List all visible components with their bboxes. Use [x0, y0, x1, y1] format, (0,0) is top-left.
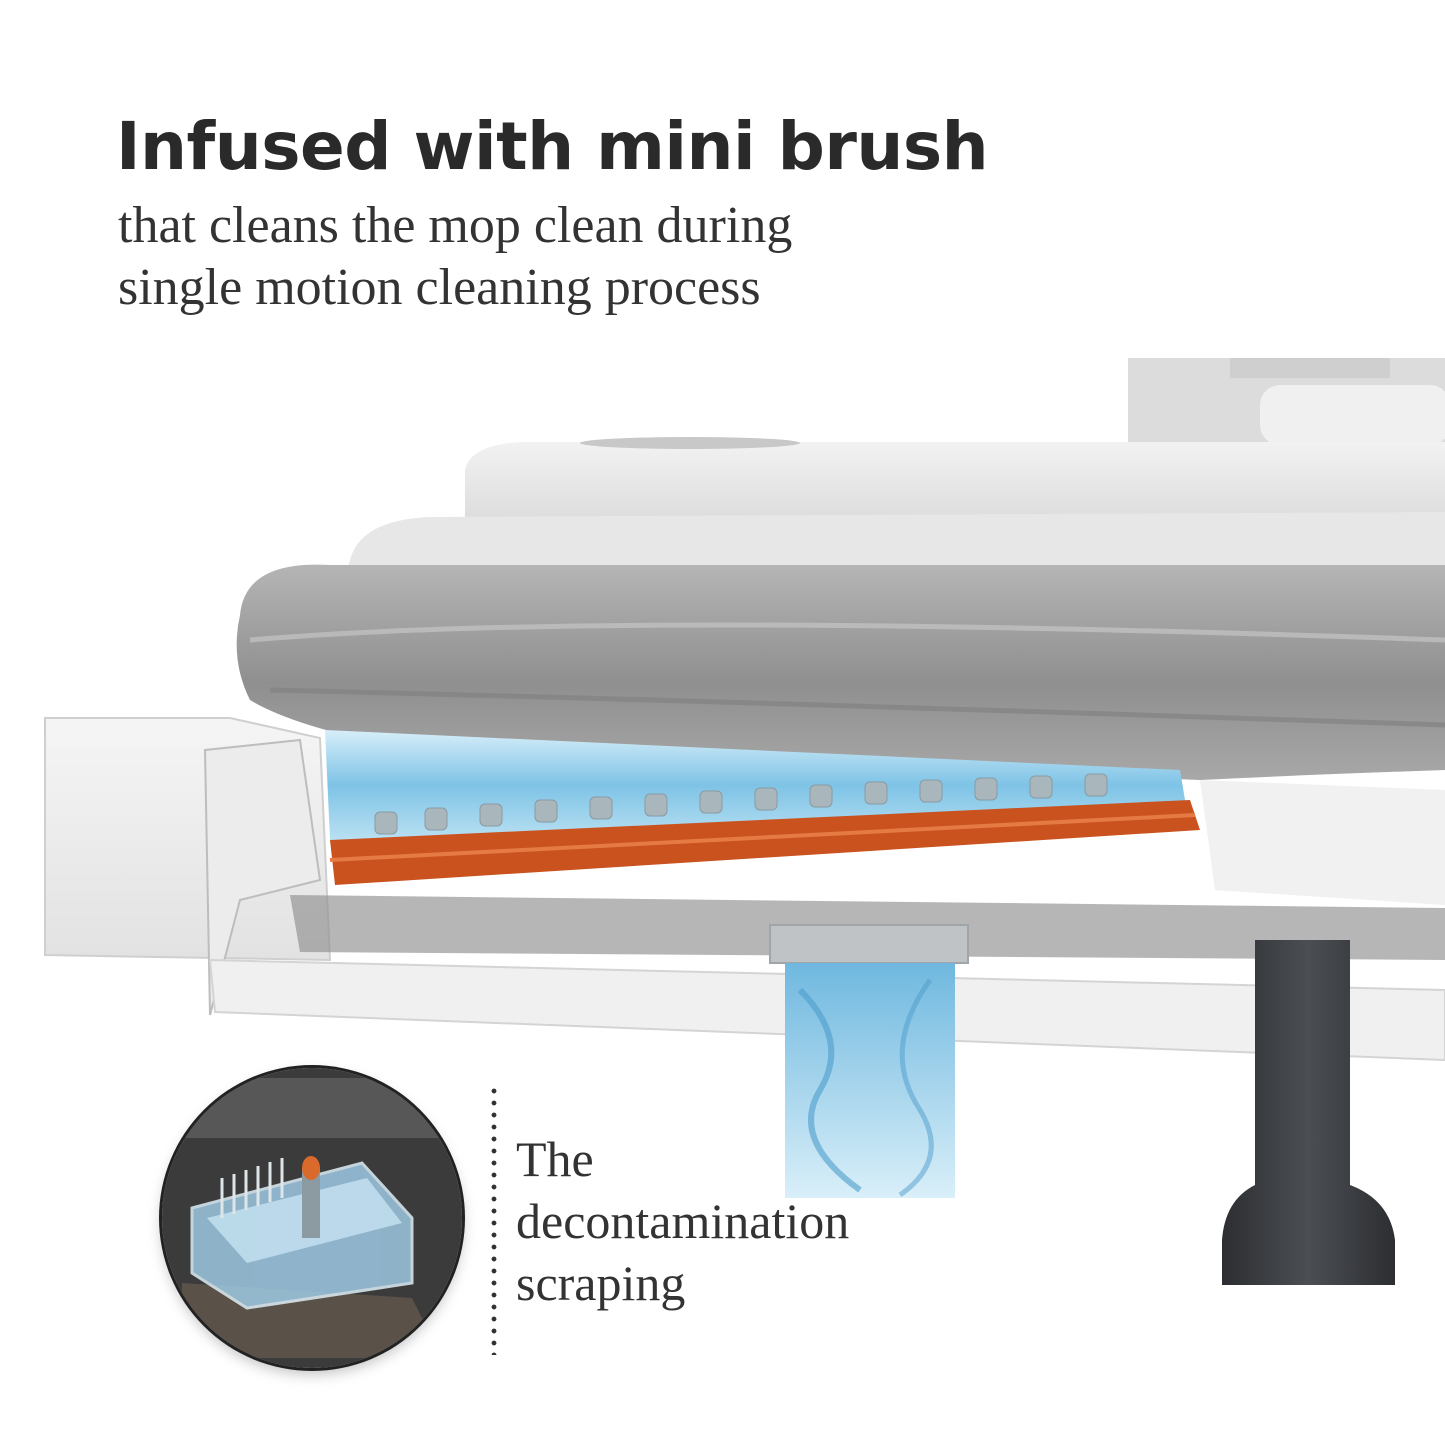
dotted-divider	[491, 1085, 497, 1355]
mop-bucket-illustration	[44, 358, 1445, 1285]
orange-mini-brush	[329, 773, 1200, 885]
spin-post	[1222, 940, 1395, 1285]
caption-line-3: scraping	[516, 1255, 686, 1311]
mop-handle-mount	[1128, 358, 1445, 448]
mop-pad	[236, 564, 1445, 780]
headline: Infused with mini brush	[116, 108, 989, 185]
caption-line-2: decontamination	[516, 1193, 850, 1249]
decontamination-inset-image	[162, 1068, 462, 1368]
drain-water-stream	[769, 924, 969, 1198]
inset-caption: The decontamination scraping	[516, 1128, 849, 1314]
subheadline-line-2: single motion cleaning process	[118, 259, 761, 316]
caption-line-1: The	[516, 1131, 594, 1187]
subheadline-line-1: that cleans the mop clean during	[118, 197, 793, 254]
